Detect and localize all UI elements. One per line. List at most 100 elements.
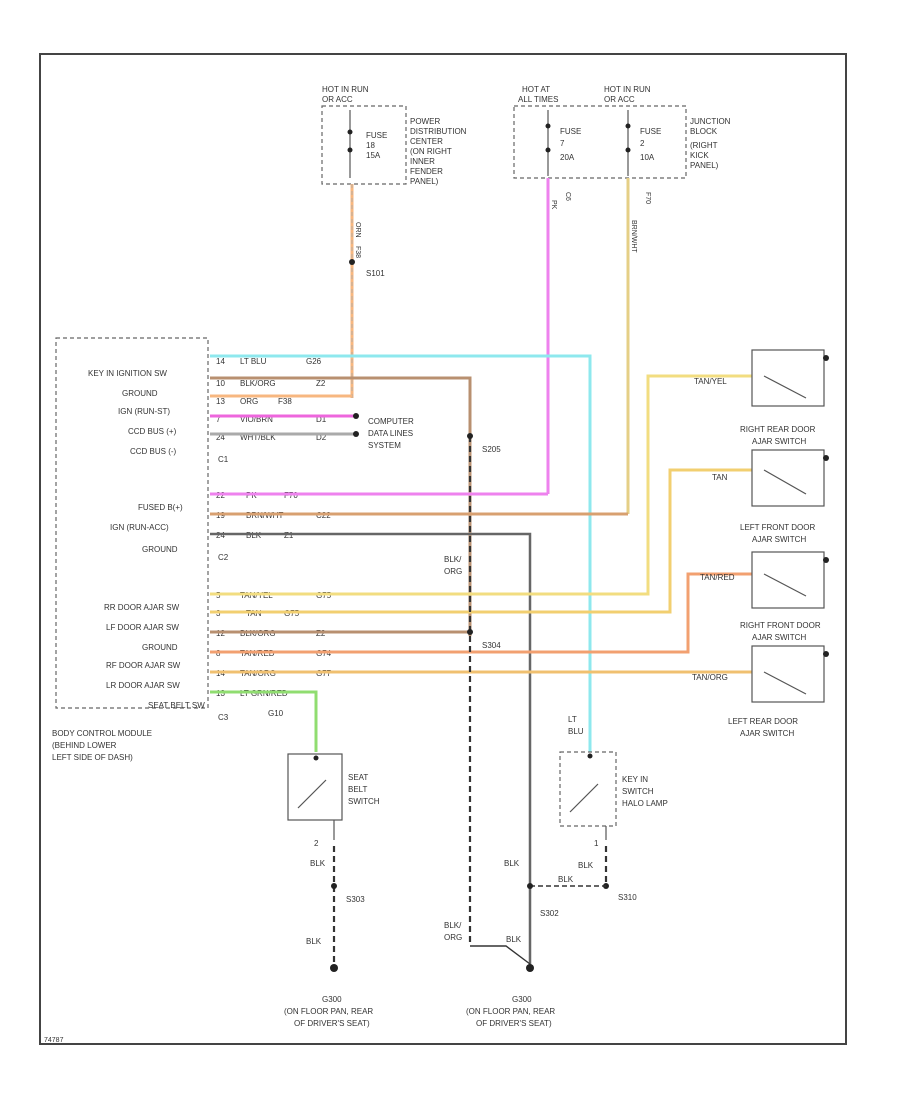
rf-switch-name-2: AJAR SWITCH bbox=[752, 633, 806, 642]
jb2-hot-2: OR ACC bbox=[604, 95, 635, 104]
pdc-hot-1: HOT IN RUN bbox=[322, 85, 369, 94]
bcm-desc-3: LEFT SIDE OF DASH) bbox=[52, 753, 133, 762]
jb1-dot-1 bbox=[545, 123, 551, 129]
key-in-switch: LT BLU KEY IN SWITCH HALO LAMP 1 BLK S31… bbox=[504, 715, 668, 918]
keyin-blade bbox=[569, 783, 599, 813]
bcm-desc-2: (BEHIND LOWER bbox=[52, 741, 117, 750]
lt-blu-wire bbox=[210, 354, 592, 752]
splice-s303-dot bbox=[331, 883, 337, 889]
bcm-c3-circuit-6: G10 bbox=[268, 709, 284, 718]
pdc-fuse-label: FUSE bbox=[366, 131, 387, 140]
keyin-color: BLK bbox=[578, 861, 594, 870]
jb2-dot-2 bbox=[625, 147, 631, 153]
ground-right-label-1: G300 bbox=[512, 995, 532, 1004]
bcm-c2-pin-3: 24 bbox=[216, 531, 225, 540]
bcm-c1-color-4: VIO/BRN bbox=[240, 415, 273, 424]
bcm-c1-label-2: GROUND bbox=[122, 389, 158, 398]
c6-wire-tag: C6 bbox=[564, 192, 571, 201]
bcm-c1-color-3: ORG bbox=[240, 397, 258, 406]
keyin-wire-top-1: LT bbox=[568, 715, 577, 724]
lf-switch-name-2: AJAR SWITCH bbox=[752, 535, 806, 544]
jb1-fuse-rating: 20A bbox=[560, 153, 575, 162]
splice-s205-dot bbox=[467, 433, 473, 439]
seatbelt-name-1: SEAT bbox=[348, 773, 368, 782]
bcm-c1-circuit-5: D2 bbox=[316, 433, 327, 442]
bcm-desc-1: BODY CONTROL MODULE bbox=[52, 729, 152, 738]
pdc-desc-1: POWER bbox=[410, 117, 440, 126]
junction-block-group: HOT AT ALL TIMES HOT IN RUN OR ACC FUSE … bbox=[513, 85, 731, 179]
bcm-c1-label-4: CCD BUS (+) bbox=[128, 427, 177, 436]
seatbelt-wire bbox=[210, 690, 318, 752]
seat-belt-switch: SEAT BELT SWITCH 2 BLK S303 BLK bbox=[287, 753, 380, 968]
rf-switch-ground-dot bbox=[823, 557, 829, 563]
bcm-c2-connector: C2 bbox=[218, 553, 229, 562]
bcm-c2-label-3: GROUND bbox=[142, 545, 178, 554]
jb-desc-4: KICK bbox=[690, 151, 709, 160]
bcm-c3-label-5: LR DOOR AJAR SW bbox=[106, 681, 180, 690]
pdc-box bbox=[321, 105, 407, 185]
ccd-plus-end bbox=[353, 413, 359, 419]
computer-label-2: DATA LINES bbox=[368, 429, 413, 438]
body-control-module: KEY IN IGNITION SW 14 LT BLU G26 GROUND … bbox=[52, 337, 332, 762]
splice-s302-dot bbox=[527, 883, 533, 889]
rf-switch-wire: TAN/RED bbox=[700, 573, 735, 582]
bcm-c1-pin-1: 14 bbox=[216, 357, 225, 366]
lr-switch-name-1: LEFT REAR DOOR bbox=[728, 717, 798, 726]
rr-switch-box bbox=[751, 349, 825, 407]
blk-org-bus-1: BLK/ bbox=[444, 555, 462, 564]
bcm-c1-circuit-3: F38 bbox=[278, 397, 292, 406]
lr-switch-ground-dot bbox=[823, 651, 829, 657]
keyin-top-dot bbox=[587, 753, 593, 759]
bcm-c3-label-4: RF DOOR AJAR SW bbox=[106, 661, 181, 670]
keyin-name-2: SWITCH bbox=[622, 787, 654, 796]
jb1-fuse-label: FUSE bbox=[560, 127, 581, 136]
pdc-fuse-group: HOT IN RUN OR ACC FUSE 18 15A POWER DIST… bbox=[321, 85, 467, 186]
ground-left-label-3: OF DRIVER'S SEAT) bbox=[294, 1019, 370, 1028]
ground-bus: S205 BLK/ ORG S304 BLK/ ORG BLK bbox=[444, 433, 531, 965]
orn-wire-tag: ORN bbox=[354, 222, 361, 238]
lr-switch-name-2: AJAR SWITCH bbox=[740, 729, 794, 738]
bcm-c1-pin-3: 13 bbox=[216, 397, 225, 406]
jb-box bbox=[513, 105, 687, 179]
seatbelt-color: BLK bbox=[310, 859, 326, 868]
brnwht-wire-tag: BRN/WHT bbox=[630, 220, 637, 253]
lr-switch-blade bbox=[763, 671, 807, 695]
diagram-frame bbox=[39, 53, 847, 1045]
jb-desc-5: PANEL) bbox=[690, 161, 719, 170]
ground-right-label-2: (ON FLOOR PAN, REAR bbox=[466, 1007, 555, 1016]
bcm-c1-color-1: LT BLU bbox=[240, 357, 267, 366]
seatbelt-name-3: SWITCH bbox=[348, 797, 380, 806]
keyin-switch-box bbox=[559, 751, 617, 827]
pdc-fuse-dot-2 bbox=[347, 147, 353, 153]
computer-label-1: COMPUTER bbox=[368, 417, 414, 426]
bcm-c1-pin-2: 10 bbox=[216, 379, 225, 388]
bcm-c3-connector: C3 bbox=[218, 713, 229, 722]
lf-door-wire bbox=[210, 468, 752, 614]
keyin-wire-top-2: BLU bbox=[568, 727, 584, 736]
computer-label-3: SYSTEM bbox=[368, 441, 401, 450]
jb2-fuse-label: FUSE bbox=[640, 127, 661, 136]
pdc-fuse-number: 18 bbox=[366, 141, 375, 150]
bcm-outline bbox=[55, 337, 209, 709]
seatbelt-top-dot bbox=[313, 755, 319, 761]
jb-desc-2: BLOCK bbox=[690, 127, 718, 136]
bcm-c1-label-3: IGN (RUN-ST) bbox=[118, 407, 170, 416]
f38-wire-tag: F38 bbox=[354, 246, 361, 258]
bcm-c1-circuit-1: G26 bbox=[306, 357, 322, 366]
bcm-c1-color-2: BLK/ORG bbox=[240, 379, 276, 388]
blk-org-bottom-2: ORG bbox=[444, 933, 462, 942]
rr-switch-name-2: AJAR SWITCH bbox=[752, 437, 806, 446]
ground-join bbox=[470, 945, 531, 965]
jb2-fuse-number: 2 bbox=[640, 139, 645, 148]
ground-points: G300 (ON FLOOR PAN, REAR OF DRIVER'S SEA… bbox=[284, 964, 555, 1028]
bcm-c3-label-3: GROUND bbox=[142, 643, 178, 652]
jb-desc-3: (RIGHT bbox=[690, 141, 718, 150]
bcm-c3-label-1: RR DOOR AJAR SW bbox=[104, 603, 180, 612]
lf-switch-wire: TAN bbox=[712, 473, 728, 482]
bcm-c2-circuit-3: Z1 bbox=[284, 531, 294, 540]
bcm-c1-pin-4: 7 bbox=[216, 415, 221, 424]
lf-switch-box bbox=[751, 449, 825, 507]
splice-s304-label: S304 bbox=[482, 641, 501, 650]
pdc-desc-5: INNER bbox=[410, 157, 435, 166]
